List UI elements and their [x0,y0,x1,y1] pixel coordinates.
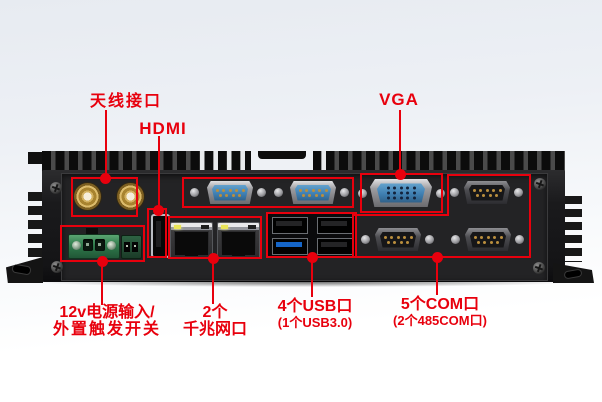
terminal-slot [83,239,93,251]
lan-marking [201,225,209,229]
lan-label: 2个 千兆网口 [183,304,247,338]
hdmi-leader-line [157,136,160,209]
device-shadow [38,280,570,287]
lan-port [217,222,260,259]
db9-insert [469,184,505,201]
jack-screw-icon [257,188,266,197]
hdmi-callout-dot [153,204,164,216]
usb-tongue [321,242,347,247]
power-terminal-port [68,234,120,259]
com-label-line1: 5个COM口 [400,296,480,313]
panel-screw-icon [533,262,545,274]
jack-screw-icon [514,188,523,197]
usb-label-line1: 4个USB口 [277,298,353,315]
jack-screw-icon [361,235,370,244]
jack-screw-icon [190,188,199,197]
power-leader-line [101,261,103,305]
power-label-line1: 12v电源输入/ [59,304,155,321]
usb-callout-dot [306,251,318,263]
com-label: 5个COM口 (2个485COM口) [393,296,487,328]
com-port-blue [207,181,253,204]
antenna-leader-line [104,110,107,178]
hdmi-callout-box [147,208,167,258]
terminal-screw-icon [107,241,116,250]
lan-led-icon [221,225,228,229]
heatsink-notch-tab [258,151,306,159]
db9-insert [470,231,506,248]
power-callout-dot [96,255,108,267]
usb-leader-line [311,257,313,297]
power-label-line2: 外置触发开关 [52,321,162,338]
connector-hole [132,242,138,252]
usb-tongue [321,221,347,226]
rj45-cavity [174,231,209,256]
lan-led-icon [174,225,181,229]
mounting-slot-right [563,268,583,280]
jack-screw-icon [425,235,434,244]
terminal-slot [95,239,105,251]
db9-insert [380,231,416,248]
antenna-label: 天线接口 [89,93,163,110]
jack-screw-icon [515,235,524,244]
lan-leader-line [212,258,214,304]
jack-screw-icon [274,188,283,197]
trigger-connector-port [121,235,142,259]
rj45-cavity [221,231,256,256]
com-port-black [375,228,421,251]
usb-label: 4个USB口 (1个USB3.0) [278,298,353,330]
com-port-blue [290,181,336,204]
connector-hole [124,242,130,252]
chassis-left-tab [28,152,42,164]
antenna-callout-dot [100,172,111,184]
com-leader-line [436,257,438,295]
vga-label: VGA [379,90,419,109]
mounting-slot-left [11,263,32,276]
usb2-port [272,217,308,234]
com-port-black [465,228,511,251]
power-terminal-lever [86,228,98,235]
jack-screw-icon [340,188,349,197]
lan-label-line2: 千兆网口 [182,321,248,338]
sma-antenna-port [116,182,144,210]
com-port-black [464,181,510,204]
sma-antenna-port [73,182,101,210]
heatsink-ribs-right [565,196,582,262]
power-label: 12v电源输入/ 外置触发开关 [53,304,161,338]
usb-port-block [266,212,357,258]
usb3-port [272,238,308,255]
lan-callout-dot [207,252,219,264]
db9-insert [295,184,331,201]
com-label-line2: (2个485COM口) [393,313,487,328]
panel-screw-icon [534,178,546,190]
vga-leader-line [399,110,401,174]
usb-tongue [276,221,302,226]
panel-screw-icon [50,182,62,194]
blue-com-callout-box [182,177,354,208]
lan-port [170,222,213,259]
vga-callout-dot [394,168,406,180]
com-callout-dot [431,251,443,263]
usb-label-line2: (1个USB3.0) [277,315,353,330]
jack-screw-icon [451,235,460,244]
lan-label-line1: 2个 [202,304,228,321]
hdmi-label: HDMI [139,119,187,138]
heatsink-ribs-left [28,192,42,280]
lan-marking [248,225,256,229]
jack-screw-icon [450,188,459,197]
terminal-screw-icon [72,241,81,250]
panel-screw-icon [51,261,63,273]
db9-insert [212,184,248,201]
usb-tongue [276,242,302,247]
